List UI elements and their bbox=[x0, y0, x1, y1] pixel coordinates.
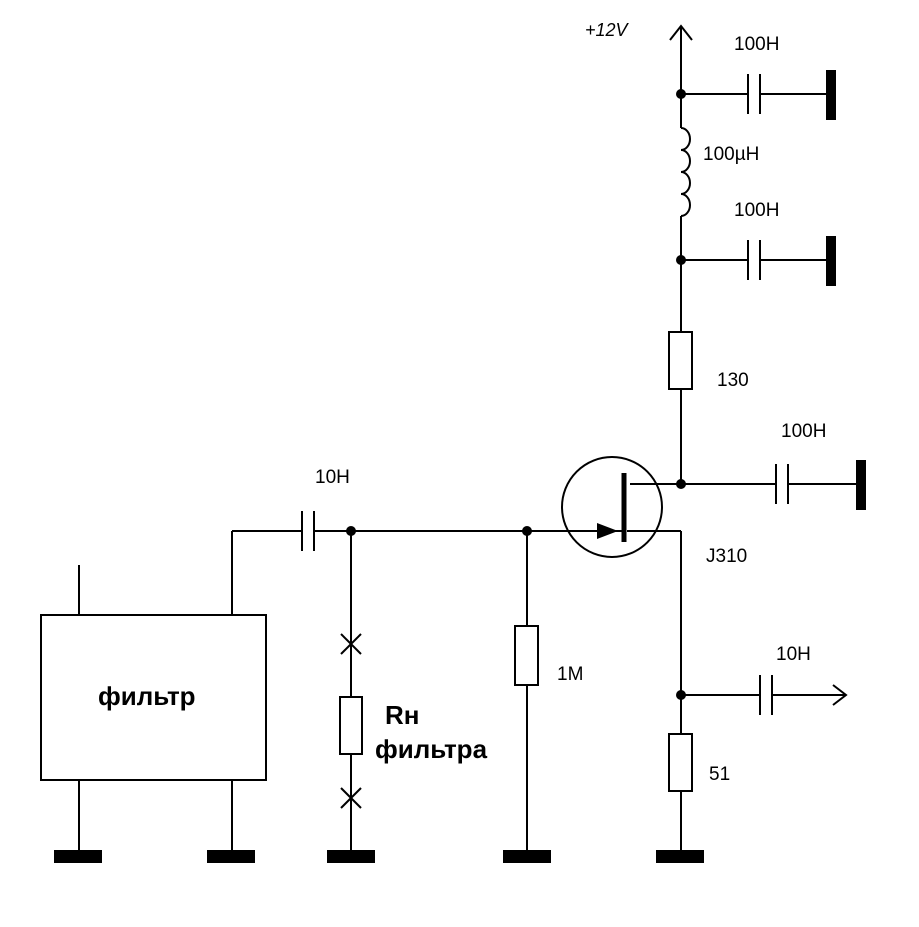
capacitor-c-drain bbox=[630, 464, 860, 504]
ground-symbol bbox=[656, 850, 704, 863]
filter-label: фильтр bbox=[98, 681, 196, 711]
capacitor-label: 100Н bbox=[781, 421, 826, 442]
junction-dot bbox=[676, 690, 686, 700]
capacitor-label: 10Н bbox=[315, 467, 350, 488]
ground-symbol bbox=[826, 70, 836, 120]
resistor-r-gate bbox=[514, 531, 539, 852]
junction-dot bbox=[522, 526, 532, 536]
resistor-r-drain bbox=[668, 260, 693, 484]
ground-symbol bbox=[503, 850, 551, 863]
ground-symbol bbox=[327, 850, 375, 863]
filter-block bbox=[40, 531, 267, 852]
capacitor-label: 100Н bbox=[734, 34, 779, 55]
capacitor-c-mid bbox=[681, 240, 830, 280]
load-label-line1: Rн bbox=[385, 700, 419, 730]
ground-symbol bbox=[54, 850, 102, 863]
power-arrow bbox=[669, 24, 693, 94]
resistor-label: 51 bbox=[709, 764, 730, 785]
ground-symbol bbox=[826, 236, 836, 286]
ground-symbol bbox=[207, 850, 255, 863]
load-resistor bbox=[339, 531, 363, 852]
capacitor-label: 100Н bbox=[734, 200, 779, 221]
transistor-jfet bbox=[527, 456, 681, 558]
output-arrow bbox=[832, 684, 848, 706]
transistor-label: J310 bbox=[706, 546, 747, 567]
junction-dot bbox=[676, 89, 686, 99]
inductor-label: 100µН bbox=[703, 144, 759, 165]
junction-dot bbox=[346, 526, 356, 536]
ground-symbol bbox=[856, 460, 866, 510]
junction-dot bbox=[676, 479, 686, 489]
junction-dot bbox=[676, 255, 686, 265]
resistor-label: 1М bbox=[557, 664, 583, 685]
inductor bbox=[680, 94, 691, 260]
capacitor-label: 10Н bbox=[776, 644, 811, 665]
resistor-r-source bbox=[668, 695, 693, 852]
capacitor-c-input bbox=[232, 511, 527, 551]
load-label-line2: фильтра bbox=[375, 734, 488, 764]
resistor-label: 130 bbox=[717, 370, 749, 391]
capacitor-c-top bbox=[681, 74, 830, 114]
power-label: +12V bbox=[585, 20, 630, 40]
capacitor-c-output bbox=[681, 675, 846, 715]
